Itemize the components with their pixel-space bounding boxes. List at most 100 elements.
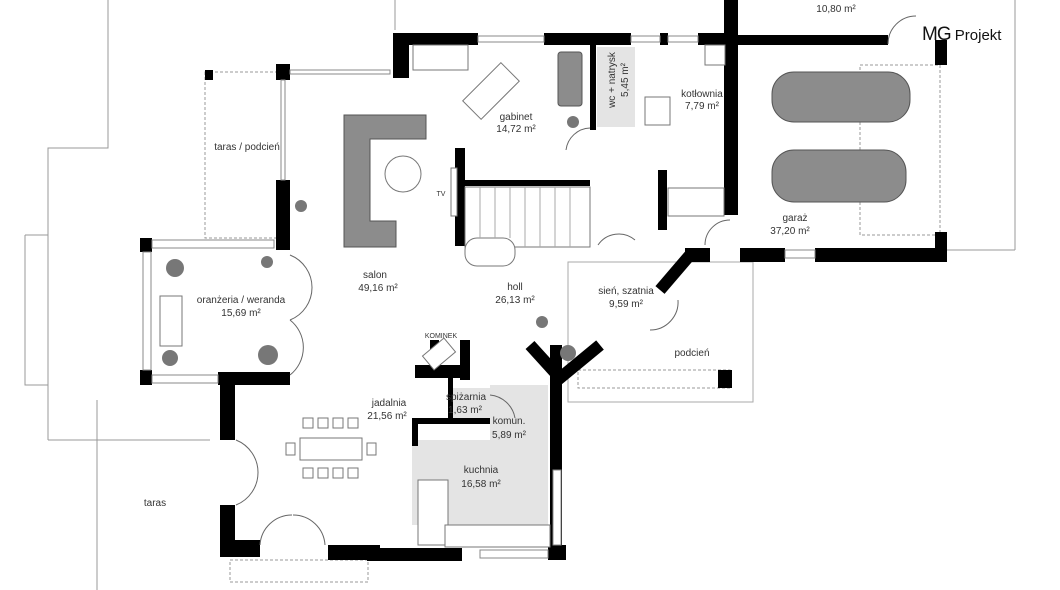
window (280, 79, 286, 181)
room-label-kuchnia: kuchnia (463, 465, 499, 476)
car-1 (771, 71, 911, 123)
wall (724, 0, 738, 215)
stair-steps (479, 187, 571, 247)
room-label-sien: sień, szatnia (598, 286, 654, 297)
room-area-salon: 49,16 m² (358, 283, 398, 294)
room-label-spizarnia: spiżarnia (445, 392, 487, 403)
dining-chair (302, 417, 314, 429)
kominek-hearth (421, 337, 457, 371)
window (630, 35, 661, 43)
wall (460, 340, 470, 380)
wall (415, 365, 470, 378)
window (784, 249, 816, 259)
entry-wall (655, 251, 695, 294)
room-area-kuchnia: 16,58 m² (461, 479, 501, 490)
wall (465, 180, 590, 186)
room-label-komun: komun. (492, 416, 526, 427)
oranzeria-bench (159, 295, 183, 347)
dining-chair (347, 417, 359, 429)
wall (205, 70, 213, 80)
wall (140, 238, 152, 252)
terrace-dashed (204, 64, 941, 583)
tv-label: TV (436, 191, 446, 198)
room-label-oranzeria: oranżeria / weranda (196, 295, 286, 306)
gabinet-sofa (557, 51, 583, 107)
wall (412, 418, 490, 424)
room-label-wc: wc + natrysk (607, 52, 618, 108)
shower (644, 96, 671, 126)
wall (590, 45, 596, 130)
window (289, 69, 391, 75)
komun-floor (490, 385, 548, 445)
fixtures (159, 44, 726, 548)
logo-text: Projekt (954, 27, 1002, 44)
kitchen-worktop (444, 524, 551, 548)
door-swings (235, 15, 917, 546)
tv-stand (450, 167, 458, 217)
room-label-garaz: garaż (782, 213, 808, 224)
car-2 (771, 149, 907, 203)
wall (815, 248, 935, 262)
porch-wall (525, 340, 604, 387)
wall (276, 180, 290, 250)
coffee-table (384, 155, 422, 193)
wall (935, 232, 947, 262)
wall (718, 370, 732, 388)
wardrobe (667, 187, 725, 217)
room-area-sien: 9,59 m² (609, 299, 643, 310)
site-outline (24, 0, 1016, 590)
window (479, 549, 549, 559)
room-label-holl: holl (507, 282, 523, 293)
logo-brand: MG (922, 24, 952, 45)
wall (276, 64, 290, 80)
window (151, 374, 219, 384)
wall (658, 170, 667, 230)
porch-outline (567, 261, 754, 403)
window (477, 35, 545, 43)
wall (412, 418, 418, 446)
furniture (343, 51, 911, 248)
dining-chairs (285, 417, 377, 479)
dining-table (299, 437, 363, 461)
dining-chair (302, 467, 314, 479)
kitchen-counter (417, 479, 449, 546)
wall (660, 33, 668, 45)
window (552, 469, 562, 546)
wall (548, 545, 566, 560)
room-area-wc: 5,45 m² (620, 63, 631, 97)
room-label-salon: salon (363, 270, 387, 281)
dining-chair (317, 417, 329, 429)
sofa (343, 114, 427, 248)
wall (448, 378, 453, 420)
room-area-kotlownia: 7,79 m² (685, 101, 719, 112)
kominek-label: KOMINEK (424, 333, 458, 340)
dining-chair (332, 417, 344, 429)
boiler (704, 44, 726, 66)
room-area-jadalnia: 21,56 m² (367, 411, 407, 422)
plants (162, 116, 579, 366)
room-label-kotlownia: kotłownia (681, 89, 723, 100)
wall (367, 548, 462, 561)
desk (462, 62, 520, 120)
wall (740, 248, 785, 262)
room-area-top: 10,80 m² (816, 4, 856, 15)
wall (544, 33, 631, 45)
dining-chair (366, 442, 377, 456)
room-label-jadalnia: jadalnia (371, 398, 407, 409)
wall (935, 40, 947, 65)
room-label-podcien: podcień (674, 348, 710, 359)
dining-chair (332, 467, 344, 479)
spizarnia-floor (452, 388, 490, 418)
wall (140, 370, 152, 385)
window (142, 251, 152, 371)
stair-landing (464, 237, 516, 267)
gabinet-cabinet (412, 44, 469, 71)
wall (393, 33, 478, 45)
window (151, 239, 275, 249)
dining-chair (347, 467, 359, 479)
wall (738, 35, 888, 45)
room-area-gabinet: 14,72 m² (496, 124, 536, 135)
stairs (464, 186, 591, 248)
windows (142, 35, 816, 559)
